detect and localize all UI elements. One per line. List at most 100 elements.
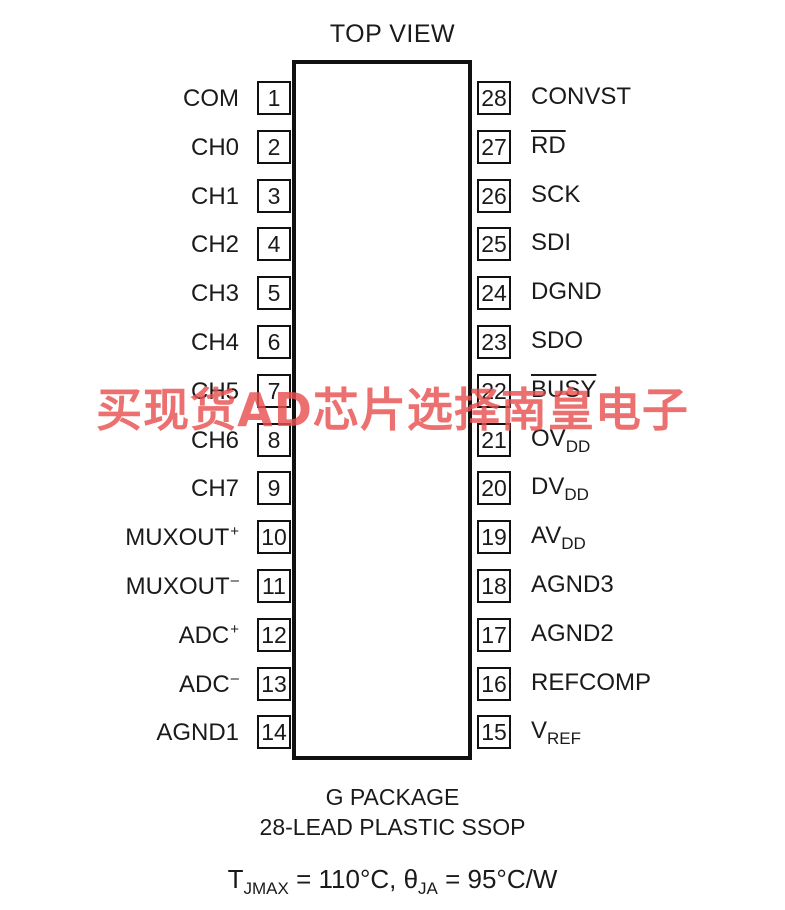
pin-name: V [531, 717, 548, 744]
pin-label: CH5 [191, 377, 239, 407]
tjmax-value: = 110°C, [288, 864, 404, 894]
pin-name: OV [531, 425, 566, 452]
pin-number-box: 18 [477, 569, 511, 603]
pin-polarity: + [230, 523, 239, 540]
theta-value: = 95°C/W [437, 864, 558, 894]
pin-polarity: – [230, 670, 239, 687]
pin-number-box: 7 [257, 374, 291, 408]
pin-label: MUXOUT– [126, 572, 239, 602]
pin-label: AGND3 [531, 570, 614, 600]
pin-name: CH6 [190, 427, 239, 454]
pin-name: CH3 [190, 280, 239, 307]
pin-number-box: 21 [477, 423, 511, 457]
pin-label: VREF [531, 716, 582, 748]
pin-label: CH3 [191, 279, 239, 309]
pin-name: SDO [531, 327, 584, 354]
pin-number-box: 2 [257, 130, 291, 164]
pin-number-box: 23 [477, 325, 511, 359]
pin-label: CH4 [191, 328, 239, 358]
pin-number-box: 19 [477, 520, 511, 554]
view-title: TOP VIEW [329, 20, 456, 48]
theta-symbol: θ [403, 864, 419, 894]
pin-label: AVDD [531, 521, 586, 553]
pin-label: ADC+ [179, 621, 239, 651]
pin-polarity: – [230, 572, 239, 589]
pin-label: SDO [531, 326, 583, 356]
pin-label: ADC– [179, 670, 239, 700]
pin-name: SCK [531, 181, 581, 208]
pin-label: CH1 [191, 182, 239, 212]
package-description: 28-LEAD PLASTIC SSOP [259, 814, 526, 840]
pin-label: CH7 [191, 474, 239, 504]
pin-subscript: DD [565, 437, 591, 456]
pin-number-box: 13 [257, 667, 291, 701]
pin-number-box: 22 [477, 374, 511, 408]
pin-name: SDI [531, 229, 572, 256]
pin-name: AGND3 [531, 571, 614, 598]
pin-number-box: 3 [257, 179, 291, 213]
pin-number-box: 15 [477, 715, 511, 749]
pin-label: AGND1 [156, 718, 239, 748]
pin-polarity: + [230, 621, 239, 638]
pin-label: SCK [531, 180, 580, 210]
pin-number-box: 27 [477, 130, 511, 164]
tjmax-symbol: T [227, 864, 244, 894]
pin-subscript: DD [561, 534, 586, 553]
theta-subscript: JA [418, 879, 438, 898]
pin-number-box: 12 [257, 618, 291, 652]
pin-name: CH5 [190, 378, 239, 405]
pin-name: DV [531, 473, 565, 500]
pin-name: BUSY [531, 376, 597, 403]
pin-number-box: 26 [477, 179, 511, 213]
pin-number-box: 4 [257, 227, 291, 261]
pin-name: ADC [178, 622, 230, 649]
tjmax-subscript: JMAX [243, 879, 289, 898]
pin-number-box: 11 [257, 569, 291, 603]
pin-subscript: DD [564, 485, 589, 504]
pin-number-box: 14 [257, 715, 291, 749]
pin-subscript: REF [547, 729, 582, 748]
pin-label: DVDD [531, 472, 589, 504]
ic-package-body [292, 60, 472, 760]
pin-name: CH0 [190, 134, 239, 161]
pin-label: AGND2 [531, 619, 614, 649]
pin-name: CH2 [190, 231, 239, 258]
pin-number-box: 1 [257, 81, 291, 115]
pin-number-box: 6 [257, 325, 291, 359]
package-name: G PACKAGE [325, 784, 460, 810]
pin-label: COM [183, 84, 239, 114]
pin-label: MUXOUT+ [125, 523, 239, 553]
pin-number-box: 25 [477, 227, 511, 261]
pin-name: RD [531, 132, 566, 159]
pin-name: REFCOMP [531, 669, 651, 696]
pin-name: MUXOUT [125, 573, 230, 600]
pin-label: RD [531, 131, 566, 161]
pin-number-box: 16 [477, 667, 511, 701]
pin-label: SDI [531, 228, 571, 258]
pin-name: CH1 [190, 183, 239, 210]
pin-name: CONVST [531, 83, 632, 110]
pin-number-box: 8 [257, 423, 291, 457]
pin-label: CH2 [191, 230, 239, 260]
pin-name: CH7 [190, 475, 239, 502]
thermal-spec: TJMAX = 110°C, θJA = 95°C/W [0, 864, 785, 898]
pin-name: AV [531, 522, 562, 549]
pin-number-box: 9 [257, 471, 291, 505]
pin-label: CONVST [531, 82, 631, 112]
pin-number-box: 10 [257, 520, 291, 554]
pin-number-box: 24 [477, 276, 511, 310]
pin-name: CH4 [190, 329, 239, 356]
pin-name: AGND2 [531, 620, 614, 647]
pin-number-box: 5 [257, 276, 291, 310]
pin-name: COM [183, 85, 239, 112]
pin-label: DGND [531, 277, 602, 307]
pin-number-box: 17 [477, 618, 511, 652]
pin-name: MUXOUT [125, 524, 230, 551]
pin-label: CH0 [191, 133, 239, 163]
pin-label: OVDD [531, 424, 591, 456]
pin-name: AGND1 [156, 719, 239, 746]
pin-name: DGND [531, 278, 602, 305]
pin-label: REFCOMP [531, 668, 651, 698]
pin-number-box: 20 [477, 471, 511, 505]
pin-name: ADC [178, 671, 230, 698]
